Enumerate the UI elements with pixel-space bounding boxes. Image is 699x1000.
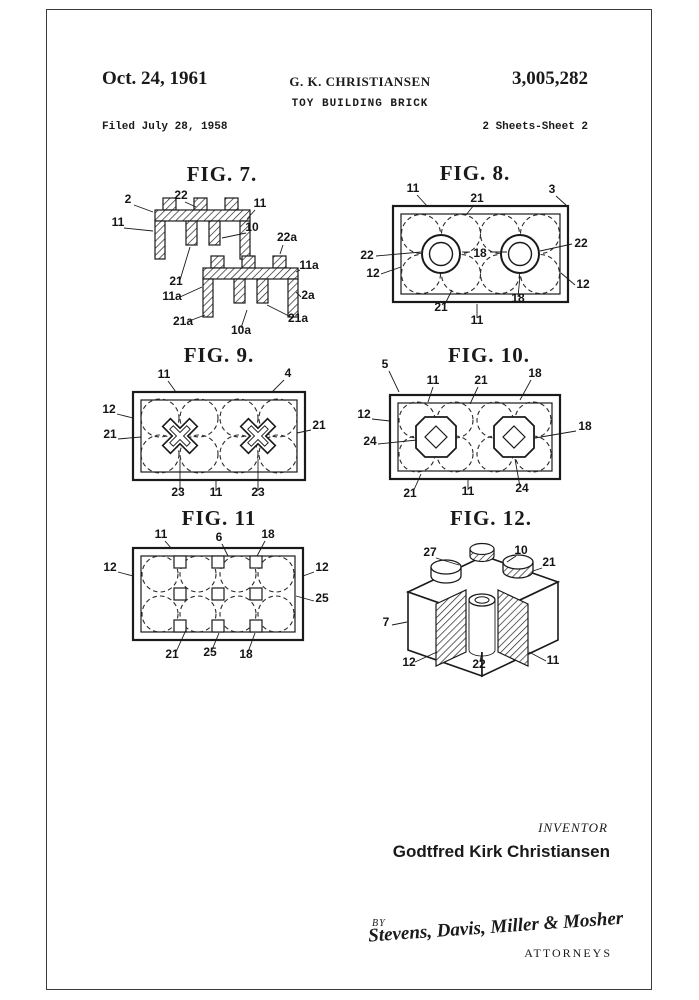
fig10-labels: 5 11 21 18 12 24 18 21 11 24	[357, 357, 592, 500]
ref-numeral: 21a	[173, 314, 193, 328]
filed-date: Filed July 28, 1958	[102, 121, 228, 133]
ref-numeral: 22	[472, 657, 486, 671]
ref-numeral: 21	[470, 191, 484, 205]
patent-author-name: G. K. CHRISTIANSEN	[289, 74, 431, 89]
patent-date: Oct. 24, 1961	[102, 68, 208, 89]
fig8-drawing: 11 21 3 22 12 18 22 12 21 18 11	[360, 181, 590, 327]
ref-numeral: 18	[578, 419, 592, 433]
ref-numeral: 11	[254, 196, 267, 210]
ref-numeral: 18	[528, 366, 542, 380]
ref-numeral: 11a	[299, 258, 319, 272]
fig12-labels: 27 10 21 7 12 22 11	[383, 543, 560, 671]
ref-numeral: 24	[515, 481, 529, 495]
ref-numeral: 10	[514, 543, 528, 557]
fig11-title: FIG. 11	[181, 506, 257, 530]
ref-numeral: 18	[261, 527, 275, 541]
ref-numeral: 11	[407, 181, 420, 195]
ref-numeral: 18	[473, 246, 487, 260]
fig12-title: FIG. 12.	[449, 506, 533, 530]
ref-numeral: 22a	[277, 230, 297, 244]
ref-numeral: 11	[112, 215, 125, 229]
ref-numeral: 21	[103, 427, 117, 441]
patent-number: 3,005,282	[512, 68, 588, 89]
ref-numeral: 12	[357, 407, 371, 421]
ref-numeral: 21a	[288, 311, 308, 325]
fig9-labels: 11 4 12 21 21 23 11 23	[102, 366, 326, 499]
ref-numeral: 21	[165, 647, 179, 661]
ref-numeral: 22	[574, 236, 588, 250]
ref-numeral: 21	[169, 274, 183, 288]
ref-numeral: 23	[171, 485, 185, 499]
ref-numeral: 11a	[162, 289, 182, 303]
fig11-drawing: 11 6 18 12 12 25 21 25 18	[103, 527, 329, 661]
ref-numeral: 12	[366, 266, 380, 280]
ref-numeral: 21	[434, 300, 448, 314]
ref-numeral: 22	[360, 248, 374, 262]
ref-numeral: 18	[239, 647, 253, 661]
ref-numeral: 25	[203, 645, 217, 659]
ref-numeral: 21	[542, 555, 556, 569]
ref-numeral: 18	[511, 291, 525, 305]
ref-numeral: 27	[423, 545, 437, 559]
attorneys-label: ATTORNEYS	[524, 946, 612, 960]
ref-numeral: 11	[471, 313, 484, 327]
fig11-labels: 11 6 18 12 12 25 21 25 18	[103, 527, 329, 661]
ref-numeral: 11	[427, 373, 440, 387]
ref-numeral: 21	[312, 418, 326, 432]
fig9-drawing: 11 4 12 21 21 23 11 23	[102, 366, 326, 499]
ref-numeral: 11	[210, 485, 223, 499]
ref-numeral: 5	[382, 357, 389, 371]
ref-numeral: 12	[402, 655, 416, 669]
ref-numeral: 10a	[231, 323, 251, 337]
fig8-title: FIG. 8.	[439, 161, 511, 185]
ref-numeral: 12	[315, 560, 329, 574]
by-label: BY	[372, 918, 386, 929]
fig8-labels: 11 21 3 22 12 18 22 12 21 18 11	[360, 181, 590, 327]
ref-numeral: 10	[245, 220, 259, 234]
ref-numeral: 12	[103, 560, 117, 574]
ref-numeral: 2	[125, 192, 132, 206]
ref-numeral: 12	[102, 402, 116, 416]
ref-numeral: 7	[383, 615, 390, 629]
ref-numeral: 12	[576, 277, 590, 291]
ref-numeral: 21	[403, 486, 417, 500]
ref-numeral: 22	[174, 188, 188, 202]
sheet-number: 2 Sheets-Sheet 2	[482, 121, 588, 133]
ref-numeral: 11	[158, 367, 171, 381]
inventor-label: INVENTOR	[538, 820, 608, 835]
ref-numeral: 21	[474, 373, 488, 387]
ref-numeral: 2a	[301, 288, 315, 302]
ref-numeral: 11	[547, 653, 560, 667]
patent-title: TOY BUILDING BRICK	[291, 98, 429, 110]
ref-numeral: 4	[285, 366, 292, 380]
fig12-drawing: 27 10 21 7 12 22 11	[383, 542, 561, 678]
ref-numeral: 24	[363, 434, 377, 448]
fig9-title: FIG. 9.	[183, 343, 255, 367]
ref-numeral: 25	[315, 591, 329, 605]
ref-numeral: 23	[251, 485, 265, 499]
ref-numeral: 11	[155, 527, 168, 541]
fig10-drawing: 5 11 21 18 12 24 18 21 11 24	[357, 357, 592, 500]
ref-numeral: 11	[462, 484, 475, 498]
inventor-name: Godtfred Kirk Christiansen	[392, 842, 610, 861]
fig7-title: FIG. 7.	[186, 162, 258, 186]
fig10-title: FIG. 10.	[447, 343, 531, 367]
ref-numeral: 3	[549, 182, 556, 196]
ref-numeral: 6	[216, 530, 223, 544]
page-border	[46, 9, 652, 990]
